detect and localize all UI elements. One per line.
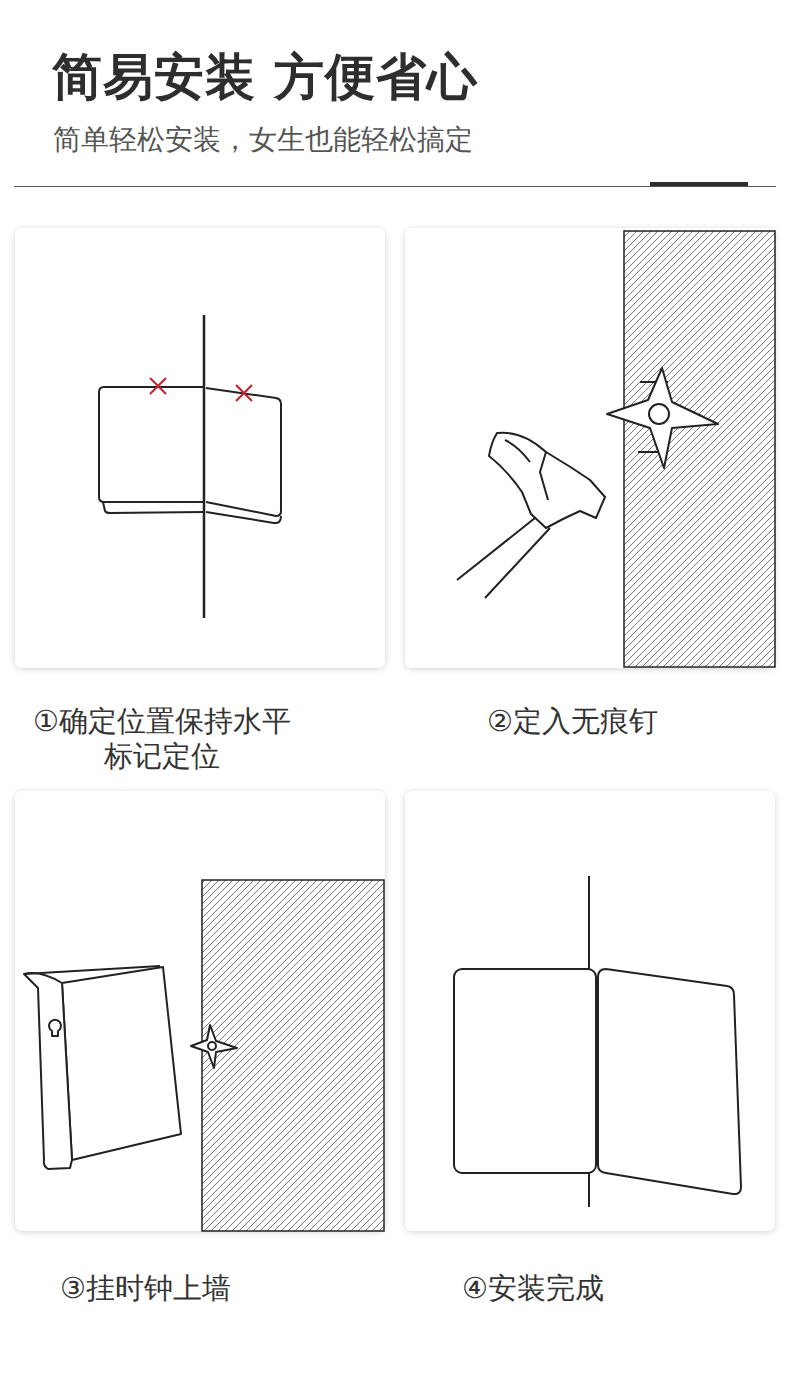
page-title: 简易安装 方便省心 <box>52 44 478 111</box>
caption-wrap: ③挂时钟上墙 <box>60 1271 320 1306</box>
seamless-nail <box>607 368 718 468</box>
hammer <box>457 433 605 598</box>
subtitle: 简单轻松安装，女生也能轻松搞定 <box>53 121 473 159</box>
step-caption: ②定入无痕钉 <box>487 704 658 739</box>
caption-wrap: ④安装完成 <box>462 1271 722 1306</box>
step-caption: ①确定位置保持水平 标记定位 <box>12 704 312 774</box>
clock-side-view <box>24 966 181 1169</box>
caption-wrap: ①确定位置保持水平 标记定位 <box>12 704 312 774</box>
clock-mark-figure <box>99 315 281 618</box>
step-caption: ④安装完成 <box>462 1271 604 1306</box>
caption-wrap: ②定入无痕钉 <box>487 704 747 739</box>
wall <box>624 231 775 667</box>
step-card: ②定入无痕钉 <box>405 228 775 668</box>
mark-cross <box>150 378 252 401</box>
step-card: ①确定位置保持水平 标记定位 <box>15 228 385 668</box>
header-rule <box>14 186 776 187</box>
wall <box>202 880 384 1231</box>
step-card: ④安装完成 <box>405 791 775 1231</box>
seamless-nail <box>191 1025 237 1068</box>
step-caption: ③挂时钟上墙 <box>60 1271 231 1306</box>
header-accent <box>650 182 748 186</box>
installed-clock <box>454 876 741 1207</box>
step-card: ③挂时钟上墙 <box>15 791 385 1231</box>
